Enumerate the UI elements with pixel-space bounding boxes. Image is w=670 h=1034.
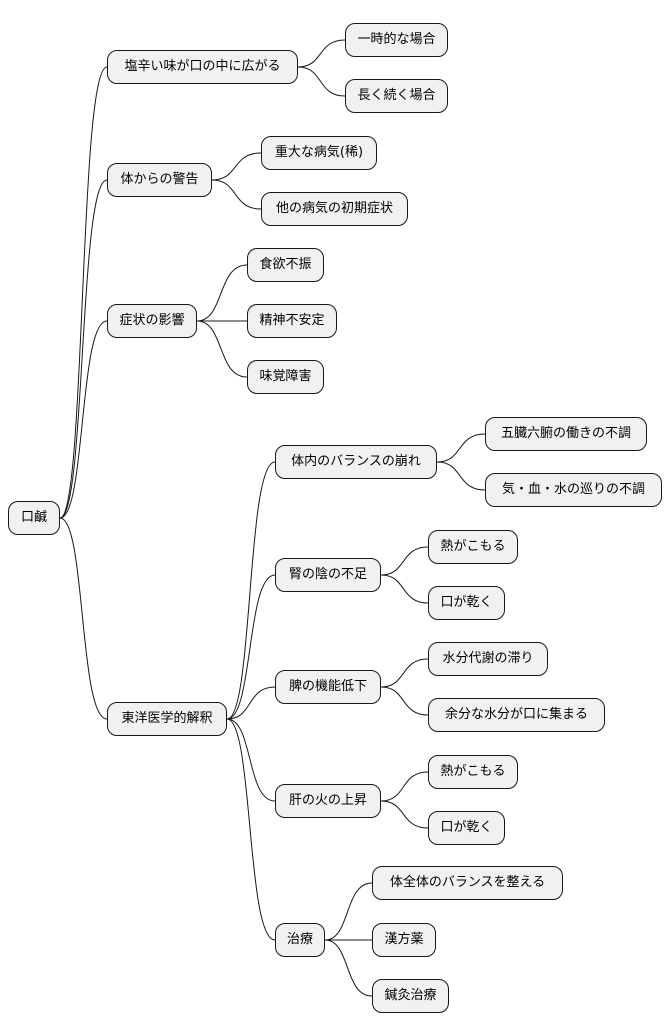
mindmap-node: 水分代謝の滞り	[428, 642, 548, 676]
mindmap-node: 口が乾く	[428, 586, 505, 620]
mindmap-node: 体内のバランスの崩れ	[275, 445, 437, 479]
connector-line	[196, 320, 248, 378]
connector-line	[59, 179, 108, 519]
mindmap-node: 治療	[275, 923, 325, 957]
connector-line	[380, 686, 429, 716]
mindmap-root-node: 口鹹	[8, 501, 60, 535]
mindmap-node: 精神不安定	[247, 304, 337, 338]
mindmap-node: 余分な水分が口に集まる	[428, 698, 605, 732]
mindmap-node: 体全体のバランスを整える	[372, 866, 563, 900]
connector-line	[380, 658, 429, 688]
connector-line	[324, 882, 373, 941]
mindmap-node: 重大な病気(稀)	[261, 136, 377, 170]
mindmap-node: 熱がこもる	[428, 530, 518, 564]
connector-line	[59, 320, 108, 519]
mindmap-node: 体からの警告	[107, 163, 212, 197]
mindmap-node: 症状の影響	[107, 304, 197, 338]
mindmap-node: 五臓六腑の働きの不調	[485, 417, 647, 451]
connector-line	[196, 264, 248, 322]
connector-line	[226, 574, 276, 720]
mindmap-node: 一時的な場合	[345, 23, 448, 57]
connector-line	[324, 939, 373, 997]
connector-line	[380, 546, 429, 576]
mindmap-node: 漢方薬	[372, 923, 436, 957]
connector-line	[297, 39, 346, 68]
connector-line	[380, 771, 429, 802]
connector-line	[380, 800, 429, 829]
connector-line	[436, 433, 486, 463]
mindmap-node: 脾の機能低下	[275, 670, 381, 704]
mindmap-node: 長く続く場合	[345, 79, 448, 113]
connector-line	[211, 179, 262, 210]
connector-line	[59, 517, 108, 720]
mindmap-node: 東洋医学的解釈	[107, 702, 227, 736]
mindmap-node: 他の病気の初期症状	[261, 192, 408, 226]
connector-line	[226, 718, 276, 802]
mindmap-node: 肝の火の上昇	[275, 784, 381, 818]
connector-line	[380, 574, 429, 604]
mindmap-node: 腎の陰の不足	[275, 558, 381, 592]
connector-line	[226, 686, 276, 720]
mindmap-node: 気・血・水の巡りの不調	[485, 473, 662, 507]
connector-line	[297, 66, 346, 97]
mindmap-node: 食欲不振	[247, 248, 324, 282]
connector-line	[226, 718, 276, 941]
mindmap-node: 口が乾く	[428, 811, 505, 845]
connector-line	[211, 152, 262, 181]
connector-line	[226, 461, 276, 720]
mindmap-node: 鍼灸治療	[372, 979, 449, 1013]
connector-line	[436, 461, 486, 491]
mindmap-node: 味覚障害	[247, 360, 324, 394]
mindmap-node: 熱がこもる	[428, 755, 518, 789]
connector-line	[59, 66, 108, 519]
mindmap-node: 塩辛い味が口の中に広がる	[107, 50, 298, 84]
